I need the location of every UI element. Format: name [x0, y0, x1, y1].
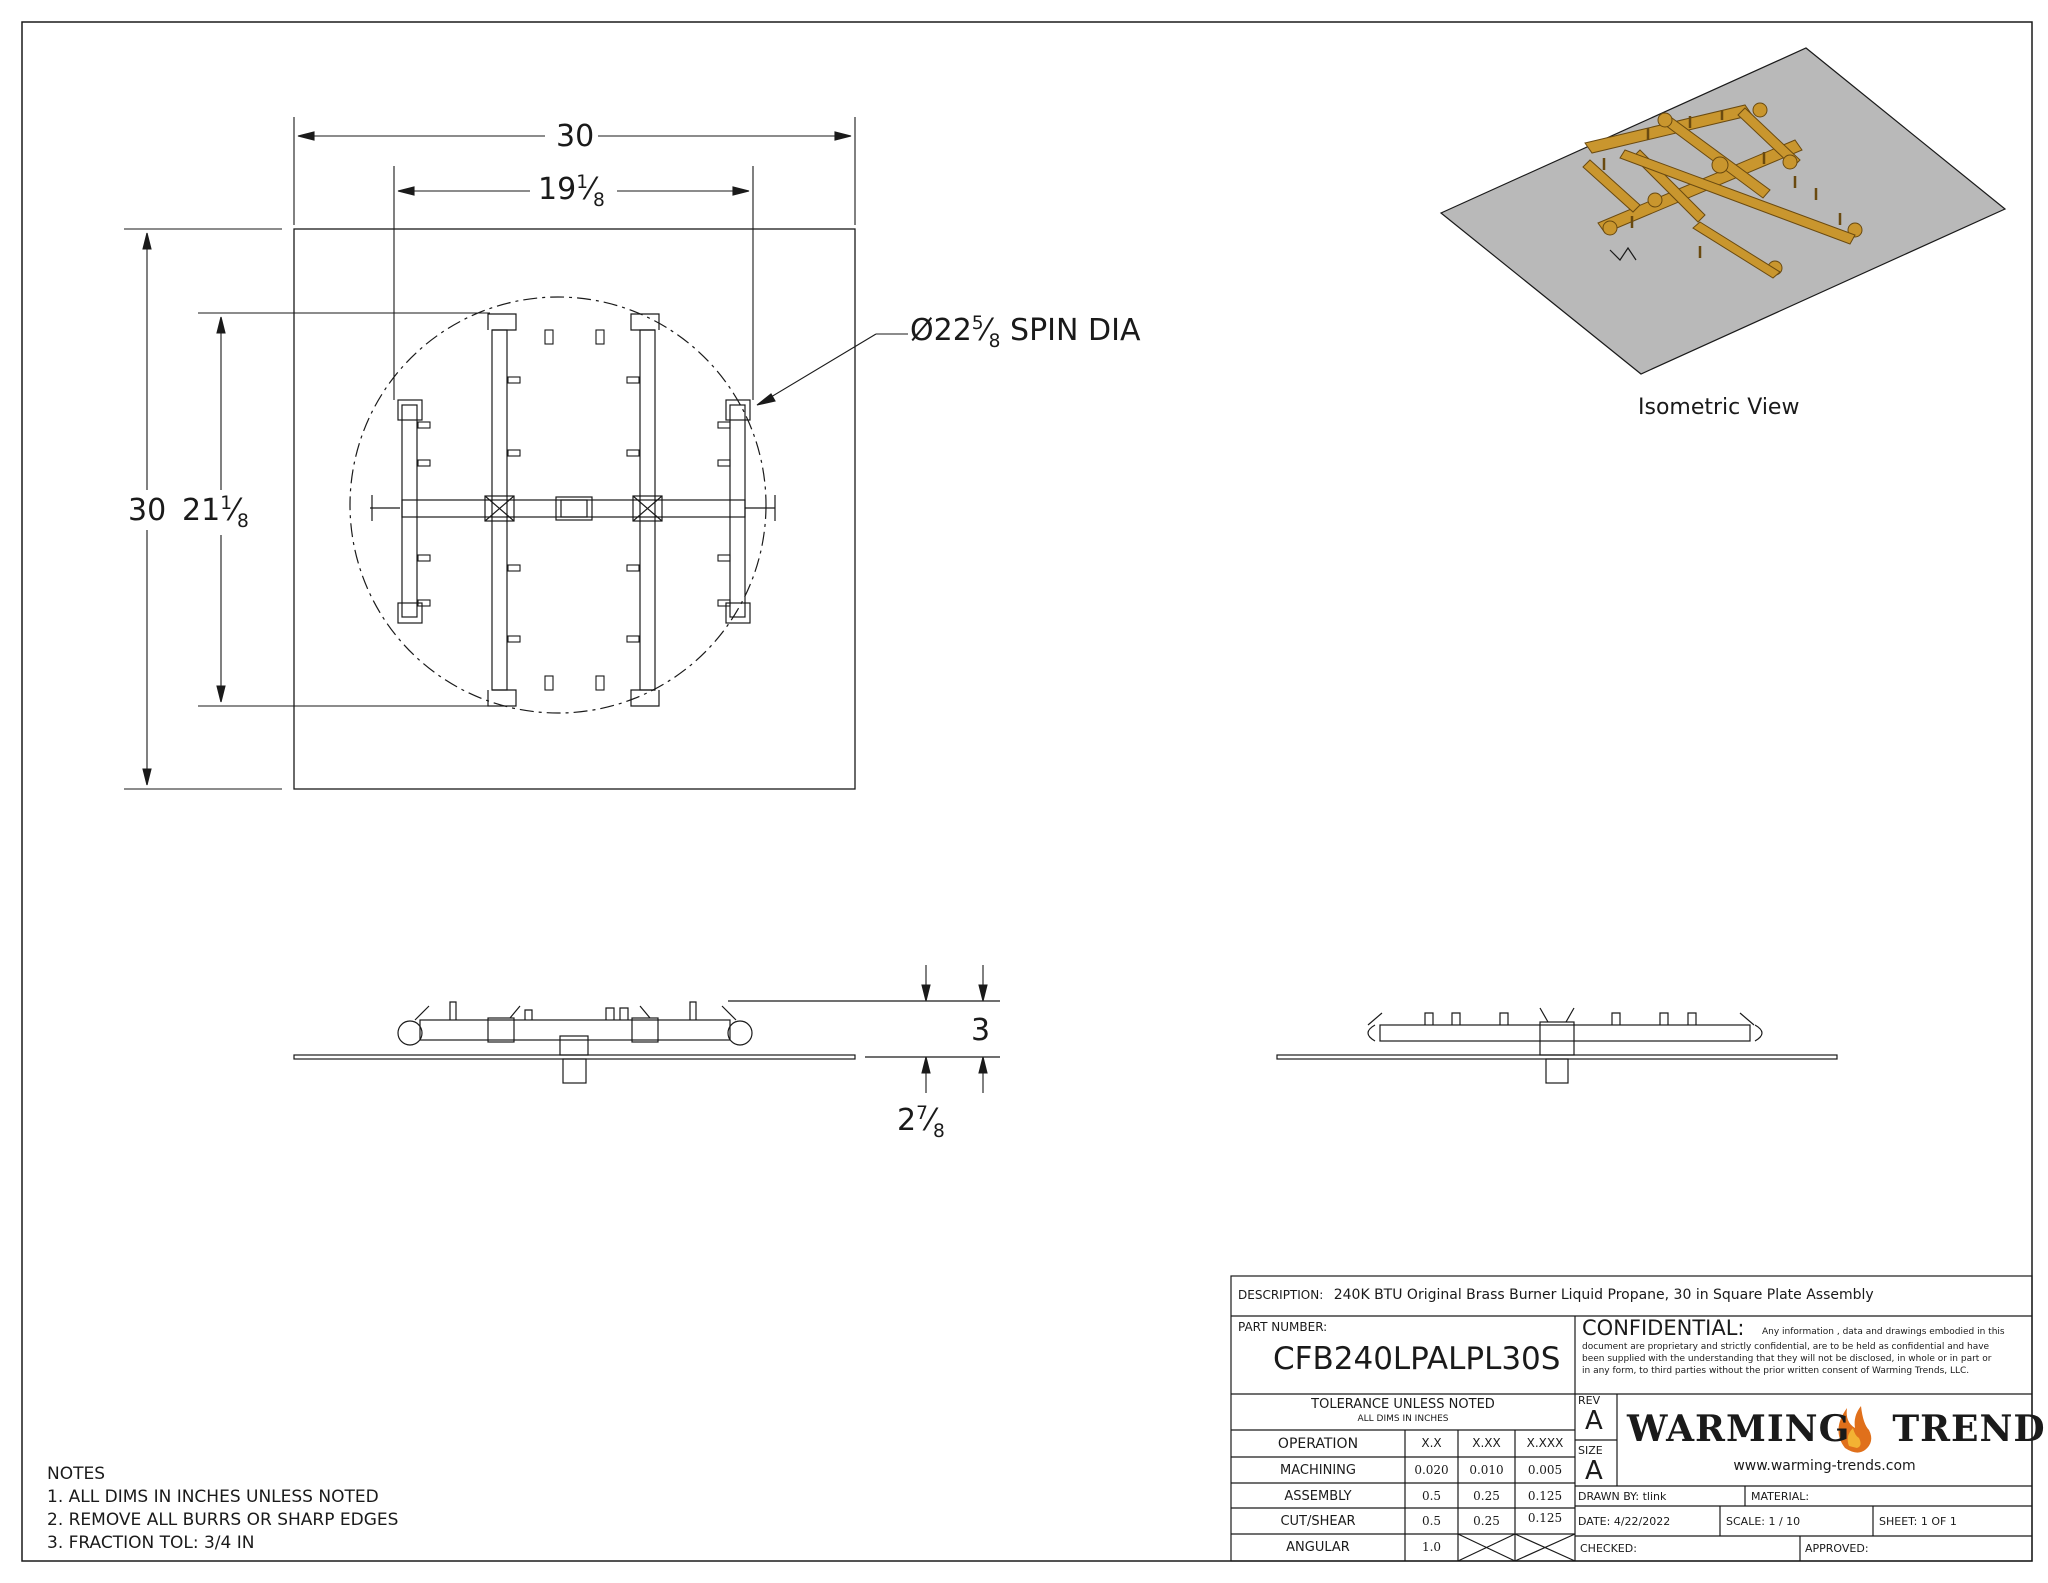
plate-outline: [293, 228, 856, 790]
spin-dia-den: 8: [988, 331, 1001, 352]
drawn-by: DRAWN BY: tlink: [1578, 1490, 1667, 1503]
confidential-line-2: document are proprietary and strictly co…: [1582, 1342, 1990, 1352]
tol-header-xxxx: X.XXX: [1526, 1436, 1564, 1450]
dim-overall-height: [124, 228, 282, 790]
rev-value: A: [1585, 1406, 1603, 1436]
spin-dia-prefix: Ø22: [910, 313, 972, 348]
dim-depth-below-label: 27⁄8: [897, 1103, 945, 1142]
tol-row-angular-label: ANGULAR: [1286, 1540, 1350, 1555]
material: MATERIAL:: [1751, 1490, 1810, 1503]
dim-burner-width-label: 191⁄8: [538, 172, 605, 211]
sheet-border: [21, 21, 2033, 1562]
company-website: www.warming-trends.com: [1733, 1458, 1916, 1474]
checked: CHECKED:: [1580, 1542, 1637, 1555]
title-block-lines: [1230, 1275, 2033, 1562]
burner-ports: [417, 329, 731, 691]
dim-front-height: [921, 965, 988, 1093]
notes-block: NOTES 1. ALL DIMS IN INCHES UNLESS NOTED…: [47, 1463, 398, 1555]
spin-dia-leader: [756, 333, 908, 406]
description-row: DESCRIPTION: 240K BTU Original Brass Bur…: [1238, 1287, 1874, 1303]
confidential-title: CONFIDENTIAL:: [1582, 1316, 1745, 1340]
logo-text-trends: TRENDS: [1892, 1408, 2048, 1450]
tol-row-cutshear-xxx: 0.25: [1473, 1514, 1500, 1528]
tol-row-cutshear-label: CUT/SHEAR: [1280, 1514, 1356, 1529]
top-view: [124, 117, 908, 790]
burner-height-den: 8: [237, 511, 249, 532]
sheet-number: SHEET: 1 OF 1: [1879, 1515, 1957, 1528]
tol-header-xxx: X.XX: [1472, 1436, 1501, 1450]
description-label: DESCRIPTION:: [1238, 1288, 1324, 1302]
tol-row-assembly-xxxx: 0.125: [1527, 1489, 1563, 1503]
isometric-view: [1439, 47, 2007, 375]
tol-row-assembly-label: ASSEMBLY: [1284, 1489, 1352, 1504]
tol-header-operation: OPERATION: [1277, 1436, 1359, 1452]
dim-burner-height: [198, 312, 490, 707]
tol-row-machining-xx: 0.020: [1414, 1463, 1449, 1477]
tol-row-angular-xx: 1.0: [1421, 1540, 1442, 1554]
tol-row-assembly-xx: 0.5: [1421, 1489, 1442, 1503]
notes-title: NOTES: [47, 1464, 106, 1484]
tol-header-xx: X.X: [1421, 1436, 1442, 1450]
size-value: A: [1585, 1456, 1603, 1486]
burner-manifold-top: [370, 313, 776, 707]
company-logo: WARMINGTRENDS®: [1627, 1408, 2048, 1450]
spin-dia-suffix: SPIN DIA: [1000, 313, 1141, 348]
dim-burner-height-label: 211⁄8: [182, 493, 249, 532]
part-number-label: PART NUMBER:: [1238, 1320, 1328, 1334]
rev-label: REV: [1578, 1394, 1601, 1407]
tolerance-title: TOLERANCE UNLESS NOTED: [1311, 1397, 1495, 1412]
depth-below-den: 8: [932, 1121, 945, 1142]
tol-row-cutshear-xx: 0.5: [1421, 1514, 1442, 1528]
spin-dia-num: 5: [971, 313, 984, 334]
iso-plate: [1439, 47, 2007, 375]
note-item: 1. ALL DIMS IN INCHES UNLESS NOTED: [47, 1487, 379, 1507]
iso-burner: [1582, 102, 1863, 279]
isometric-view-label: Isometric View: [1638, 395, 1800, 420]
dim-overall-width-label: 30: [556, 119, 595, 154]
confidential-line-1: Any information , data and drawings embo…: [1762, 1327, 2005, 1337]
depth-below-whole: 2: [897, 1103, 917, 1138]
tol-row-cutshear-xxxx: 0.125: [1527, 1511, 1563, 1525]
burner-height-whole: 21: [182, 493, 221, 528]
burner-width-den: 8: [593, 190, 605, 211]
burner-width-whole: 19: [538, 172, 577, 207]
date: DATE: 4/22/2022: [1578, 1515, 1671, 1528]
tol-row-machining-label: MACHINING: [1280, 1463, 1356, 1478]
dim-burner-width: [393, 166, 754, 400]
size-label: SIZE: [1578, 1444, 1603, 1457]
spin-circle: [349, 296, 767, 714]
spin-dia-label: Ø225⁄8 SPIN DIA: [910, 313, 1141, 352]
tol-row-machining-xxxx: 0.005: [1527, 1463, 1563, 1477]
burner-width-num: 1: [576, 172, 589, 193]
burner-height-num: 1: [220, 493, 233, 514]
tol-row-machining-xxx: 0.010: [1469, 1463, 1504, 1477]
note-item: 3. FRACTION TOL: 3/4 IN: [47, 1533, 255, 1553]
approved: APPROVED:: [1805, 1542, 1869, 1555]
confidential-line-3: been supplied with the understanding tha…: [1582, 1354, 1992, 1364]
scale: SCALE: 1 / 10: [1726, 1515, 1801, 1528]
dim-overall-height-label: 30: [128, 493, 167, 528]
confidential-line-4: in any form, to third parties without th…: [1582, 1366, 1970, 1376]
tolerance-subtitle: ALL DIMS IN INCHES: [1357, 1414, 1449, 1424]
tol-row-assembly-xxx: 0.25: [1473, 1489, 1500, 1503]
logo-text-warming: WARMING: [1627, 1408, 1851, 1450]
part-number-value: CFB240LPALPL30S: [1273, 1341, 1561, 1377]
description-value: 240K BTU Original Brass Burner Liquid Pr…: [1333, 1287, 1874, 1303]
front-view: [293, 1000, 1000, 1084]
dim-height-above-label: 3: [971, 1013, 991, 1048]
logo-flame-icon: [1838, 1406, 1872, 1453]
depth-below-num: 7: [916, 1103, 928, 1124]
dim-overall-width: [293, 117, 856, 225]
side-view: [1276, 1007, 1838, 1084]
note-item: 2. REMOVE ALL BURRS OR SHARP EDGES: [47, 1510, 399, 1530]
